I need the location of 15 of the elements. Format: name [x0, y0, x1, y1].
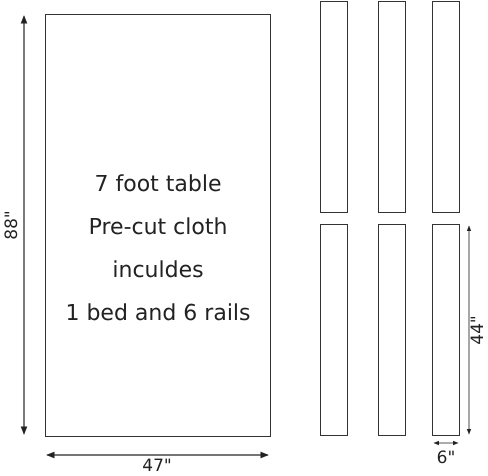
- description-text: 1 bed and 6 rails: [64, 300, 252, 328]
- rail-rectangle: [320, 224, 348, 436]
- rail-rectangle: [432, 224, 460, 436]
- rail-rectangle: [432, 1, 460, 213]
- dimension-label: 88": [2, 210, 22, 240]
- rail-rectangle: [320, 1, 348, 213]
- dimension-label: 47": [142, 456, 172, 476]
- dimension-label: 6": [436, 448, 456, 468]
- rail-rectangle: [378, 224, 406, 436]
- description-text: inculdes: [111, 257, 205, 285]
- description-text: 7 foot table: [94, 171, 222, 199]
- table-bed-rectangle: [45, 14, 271, 437]
- rail-rectangle: [378, 1, 406, 213]
- dimension-label: 44": [468, 315, 488, 345]
- description-text: Pre-cut cloth: [88, 214, 228, 242]
